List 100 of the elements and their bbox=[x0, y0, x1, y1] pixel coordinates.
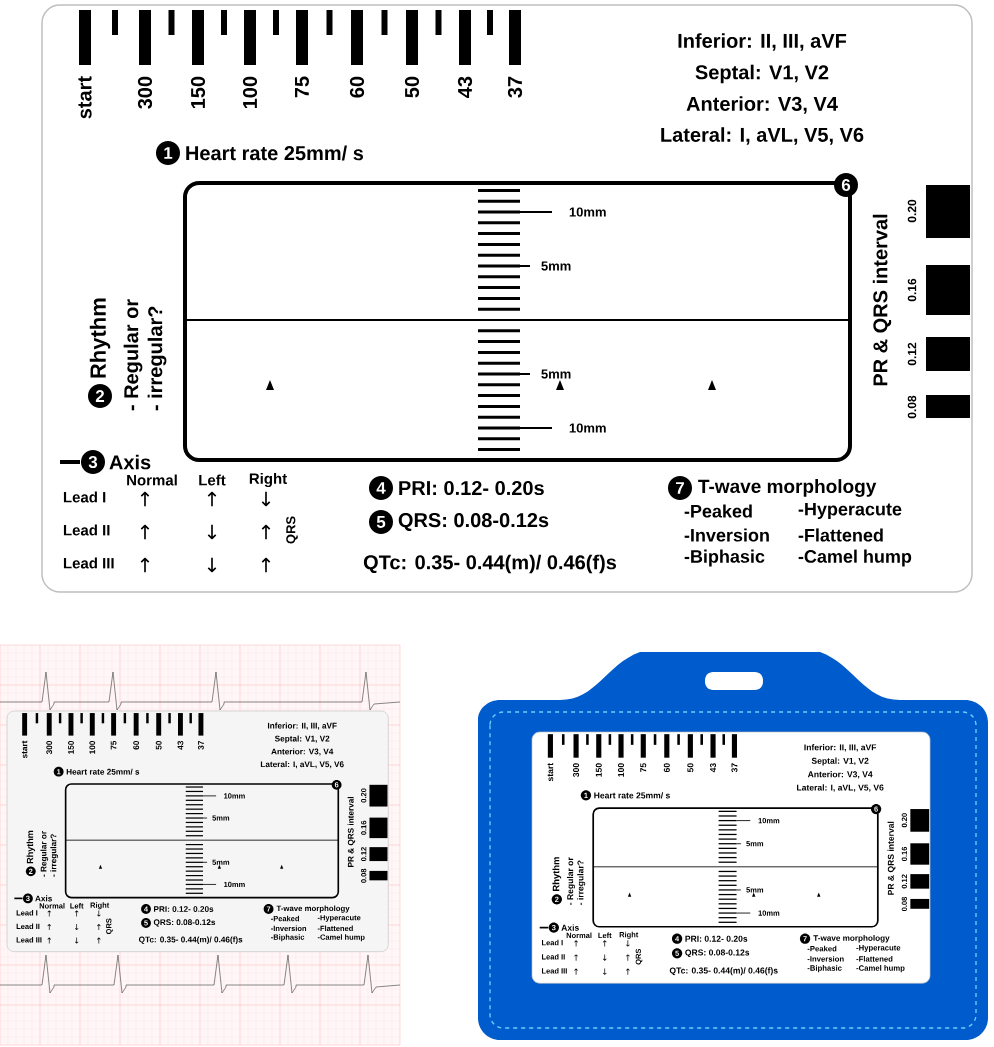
note-text: QRS: 0.08-0.12s bbox=[153, 919, 216, 927]
scale-label: 50 bbox=[155, 741, 162, 750]
arrow-symbol: ↑ bbox=[574, 954, 578, 961]
arrow-symbol: ↑ bbox=[47, 910, 51, 917]
arrow-symbol: ↑ bbox=[140, 491, 150, 507]
scale-label: 100 bbox=[618, 763, 625, 777]
arrow-symbol: ↓ bbox=[261, 491, 271, 507]
scale-label: 60 bbox=[349, 76, 365, 98]
step-number: 5 bbox=[369, 510, 393, 534]
table-header: Normal bbox=[127, 474, 177, 486]
arrow-symbol: ↓ bbox=[602, 968, 607, 975]
heading-text: T-wave morphology bbox=[698, 479, 877, 497]
arrow-symbol: ↓ bbox=[207, 557, 217, 573]
arrow-symbol: ↑ bbox=[626, 954, 630, 961]
arrow-symbol: ↑ bbox=[574, 968, 578, 975]
interval-label: 0.12 bbox=[907, 342, 917, 366]
note-text: - Regular or bbox=[40, 831, 49, 877]
arrow-symbol: ↑ bbox=[574, 940, 578, 947]
lead-group-text: Anterior: V3, V4 bbox=[807, 771, 873, 779]
arrow-symbol: ↑ bbox=[97, 924, 101, 931]
note-text: QTc: 0.35- 0.44(m)/ 0.46(f)s bbox=[139, 936, 243, 944]
list-item: -Flattened bbox=[798, 528, 883, 542]
arrow-symbol: ↑ bbox=[140, 524, 150, 540]
row-label: Lead II bbox=[63, 524, 110, 536]
lead-group-text: Inferior: II, III, aVF bbox=[267, 722, 337, 730]
note-text: QTc: 0.35- 0.44(m)/ 0.46(f)s bbox=[363, 554, 617, 574]
arrow-symbol: ↑ bbox=[97, 937, 101, 944]
note-text: - Regular or bbox=[123, 299, 143, 411]
heading-text: T-wave morphology bbox=[813, 934, 890, 943]
scale-label: start bbox=[78, 76, 92, 119]
arrow-symbol: ↑ bbox=[261, 557, 271, 573]
note-text: QRS: 0.08-0.12s bbox=[398, 513, 549, 531]
scale-label: 50 bbox=[687, 763, 694, 773]
list-item: -Peaked bbox=[684, 504, 752, 518]
heading-text: PR & QRS interval bbox=[872, 214, 892, 386]
interval-label: 0.16 bbox=[907, 278, 917, 302]
lead-group-text: Septal: V1, V2 bbox=[811, 757, 869, 766]
interval-label: 0.20 bbox=[907, 199, 917, 223]
arrow-symbol: ↑ bbox=[261, 524, 271, 540]
scale-label: 50 bbox=[404, 76, 420, 98]
lead-group-text: Anterior: V3, V4 bbox=[271, 748, 334, 756]
scale-label: 43 bbox=[710, 763, 717, 773]
arrow-symbol: ↓ bbox=[602, 954, 607, 961]
heading-text: Rhythm bbox=[552, 857, 562, 891]
scale-label: 300 bbox=[46, 741, 53, 755]
scale-label: start bbox=[21, 740, 28, 759]
mm-label: 10mm bbox=[569, 207, 606, 217]
note-text: PRI: 0.12- 0.20s bbox=[685, 935, 748, 942]
list-item: -Inversion bbox=[684, 528, 769, 542]
scale-label: 43 bbox=[457, 76, 473, 98]
table-header: Left bbox=[199, 474, 226, 486]
scale-label: 43 bbox=[177, 740, 184, 750]
arrow-symbol: ↑ bbox=[626, 968, 630, 975]
heading-text: Axis bbox=[561, 924, 579, 931]
arrow-symbol: ↓ bbox=[74, 924, 79, 931]
table-header: QRS bbox=[286, 516, 298, 544]
arrow-symbol: ↓ bbox=[207, 524, 217, 540]
scale-label: 37 bbox=[731, 763, 738, 773]
heading-text: Axis bbox=[109, 454, 151, 470]
lead-group-text: Septal: V1, V2 bbox=[695, 64, 829, 84]
lead-group-text: Lateral: I, aVL, V5, V6 bbox=[260, 761, 344, 769]
step-number: 7 bbox=[668, 476, 692, 500]
scale-label: 100 bbox=[89, 741, 96, 754]
arrow-symbol: ↓ bbox=[97, 910, 101, 917]
arrow-symbol: ↑ bbox=[47, 937, 51, 944]
mm-label: 5mm bbox=[541, 369, 571, 379]
mm-label: 10mm bbox=[569, 423, 606, 433]
scale-label: 150 bbox=[68, 741, 74, 754]
note-text: - Regular or bbox=[566, 857, 575, 905]
scale-label: 75 bbox=[295, 76, 309, 98]
interval-label: 0.08 bbox=[907, 395, 917, 419]
lead-group-text: Inferior: II, III, aVF bbox=[678, 33, 847, 51]
scale-label: 150 bbox=[190, 76, 206, 109]
scale-label: 75 bbox=[110, 740, 117, 750]
note-text: - irregular? bbox=[50, 834, 58, 877]
note-text: PRI: 0.12- 0.20s bbox=[399, 480, 544, 496]
heading-text: PR & QRS interval bbox=[887, 821, 896, 895]
list-item: -Camel hump bbox=[798, 549, 912, 567]
lead-group-text: Inferior: II, III, aVF bbox=[804, 744, 877, 752]
arrow-symbol: ↓ bbox=[74, 937, 79, 944]
heading-text: Axis bbox=[35, 895, 52, 902]
arrow-symbol: ↓ bbox=[626, 940, 630, 947]
mm-label: 5mm bbox=[541, 261, 571, 271]
list-item: -Hyperacute bbox=[798, 502, 902, 520]
scale-label: 60 bbox=[133, 741, 140, 750]
scale-label: 75 bbox=[640, 763, 647, 773]
heading-text: Rhythm bbox=[26, 830, 35, 864]
scale-label: 60 bbox=[663, 763, 670, 773]
lead-group-text: Septal: V1, V2 bbox=[274, 735, 330, 744]
table-header: Right bbox=[249, 473, 287, 488]
scale-label: 300 bbox=[573, 763, 580, 777]
note-text: - irregular? bbox=[577, 860, 586, 905]
step-number: 3 bbox=[81, 450, 105, 474]
heading-text: Rhythm bbox=[89, 298, 111, 378]
scale-label: 37 bbox=[507, 76, 523, 98]
heading-text: Heart rate 25mm/ s bbox=[594, 792, 670, 799]
arrow-symbol: ↑ bbox=[47, 924, 51, 931]
scale-label: 300 bbox=[137, 76, 153, 109]
arrow-symbol: ↑ bbox=[140, 557, 150, 573]
heading-text: Heart rate 25mm/ s bbox=[186, 145, 364, 161]
